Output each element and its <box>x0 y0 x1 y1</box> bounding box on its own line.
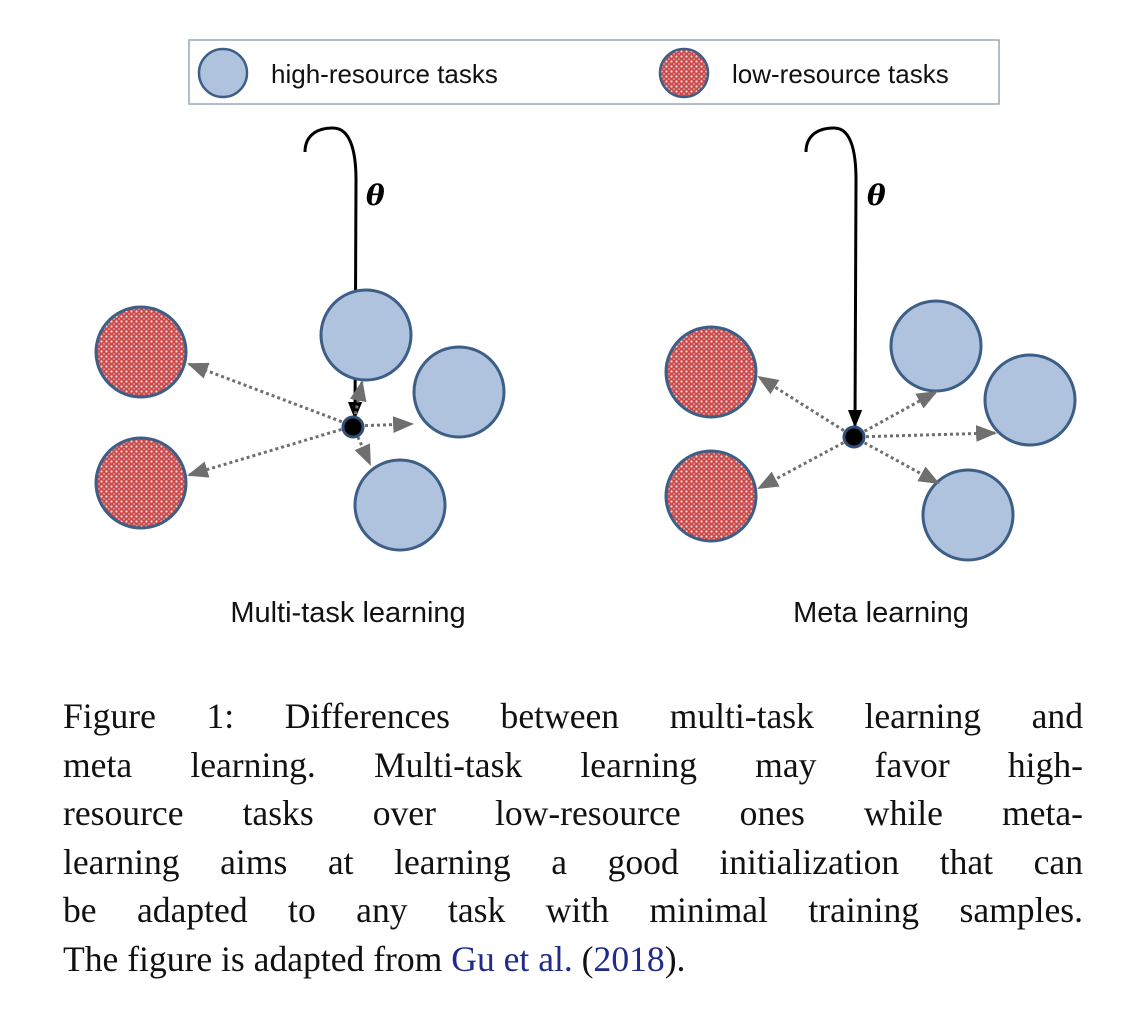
legend-high-resource-swatch <box>197 47 249 99</box>
high-resource-task-circle <box>889 299 983 393</box>
adaptation-arrow <box>853 425 998 442</box>
legend: high-resource tasks low-resource tasks <box>188 39 1000 105</box>
legend-low-resource-swatch <box>658 47 710 99</box>
high-resource-task-circle <box>412 345 506 439</box>
figure-caption: Figure 1: Differences between multi-task… <box>63 692 1083 983</box>
adaptation-arrow <box>757 375 855 439</box>
multi-task-learning-title: Multi-task learning <box>230 597 465 629</box>
high-resource-task-circle <box>983 353 1077 447</box>
caption-line: learning aims at learning a good initial… <box>63 841 1083 882</box>
diagram-figure: high-resource tasks low-resource tasks θ… <box>94 39 1077 629</box>
legend-low-resource-label: low-resource tasks <box>732 59 949 89</box>
meta-learning-panel: θ Meta learning <box>664 126 1077 629</box>
meta-learning-title: Meta learning <box>793 597 969 629</box>
theta-arrow-right <box>804 126 863 428</box>
adaptation-arrow <box>352 416 415 434</box>
theta-label-left: θ <box>366 179 385 212</box>
adaptation-arrow <box>187 362 354 428</box>
low-resource-task-circle <box>664 449 758 543</box>
citation-author-link[interactable]: Gu et al. <box>451 938 573 979</box>
adaptation-arrow <box>853 435 940 485</box>
high-resource-task-circle <box>353 458 447 552</box>
legend-box <box>188 39 1000 105</box>
caption-text: The figure is adapted from <box>63 938 452 979</box>
shared-parameter-node <box>842 425 866 449</box>
adaptation-arrow <box>853 390 938 439</box>
adaptation-arrow <box>186 424 354 478</box>
low-resource-task-circle <box>664 325 758 419</box>
shared-parameter-node <box>341 415 365 439</box>
citation-year-link[interactable]: 2018 <box>593 938 665 979</box>
caption-line: be adapted to any task with minimal trai… <box>63 890 1083 930</box>
caption-line: Figure 1: Differences between multi-task… <box>63 696 1083 736</box>
multi-task-panel: θ Multi-task learning <box>94 126 506 629</box>
adaptation-arrow <box>757 435 855 490</box>
caption-line: meta learning. Multi-task learning may f… <box>63 744 1083 785</box>
low-resource-task-circle <box>94 305 188 399</box>
caption-line: resource tasks over low-resource ones wh… <box>63 793 1083 833</box>
low-resource-task-circle <box>94 436 188 530</box>
high-resource-task-circle <box>921 468 1015 562</box>
theta-arrow-left <box>303 126 363 420</box>
caption-text: . <box>676 938 686 979</box>
high-resource-task-circle <box>319 288 413 382</box>
legend-high-resource-label: high-resource tasks <box>271 59 498 89</box>
caption-line: The figure is adapted from Gu et al. (20… <box>63 938 686 979</box>
theta-label-right: θ <box>867 179 886 212</box>
